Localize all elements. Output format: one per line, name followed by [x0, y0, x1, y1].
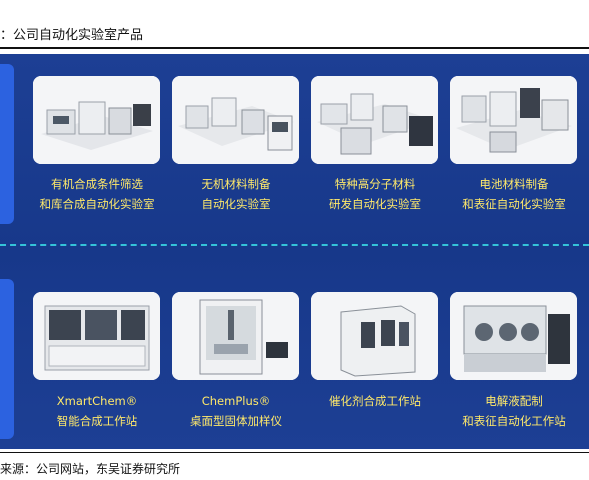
side-tab-top [0, 64, 14, 224]
caption-line1: 催化剂合成工作站 [329, 394, 421, 408]
caption-chemplus: ChemPlus® 桌面型固体加样仪 [161, 391, 311, 431]
workstation-image-chemplus [172, 292, 299, 380]
caption-line1: ChemPlus® [201, 394, 271, 408]
top-divider [0, 47, 589, 49]
caption-battery: 电池材料制备 和表征自动化实验室 [439, 174, 589, 214]
lab-equipment-image [172, 76, 299, 164]
workstation-image [450, 292, 577, 380]
side-tab-bottom [0, 279, 14, 439]
caption-line1: 电解液配制 [485, 394, 543, 408]
caption-line2: 智能合成工作站 [56, 414, 138, 428]
caption-line2: 自动化实验室 [201, 197, 271, 211]
lab-equipment-image [450, 76, 577, 164]
lab-image-polymer [311, 76, 438, 164]
source-note: 来源：公司网站，东吴证券研究所 [0, 462, 181, 476]
lab-equipment-image [33, 76, 160, 164]
caption-inorganic: 无机材料制备 自动化实验室 [161, 174, 311, 214]
lab-image-organic [33, 76, 160, 164]
lab-image-battery [450, 76, 577, 164]
caption-electrolyte: 电解液配制 和表征自动化工作站 [439, 391, 589, 431]
lab-image-inorganic [172, 76, 299, 164]
product-panel: 有机合成条件筛选 和库合成自动化实验室 无机材料制备 自动化实验室 特种高分子材… [0, 54, 589, 449]
workstation-image [33, 292, 160, 380]
caption-line2: 研发自动化实验室 [329, 197, 421, 211]
workstation-image [172, 292, 299, 380]
section-divider [0, 244, 589, 246]
caption-polymer: 特种高分子材料 研发自动化实验室 [300, 174, 450, 214]
workstation-image [311, 292, 438, 380]
caption-xmartchem: XmartChem® 智能合成工作站 [22, 391, 172, 431]
caption-line2: 和表征自动化工作站 [462, 414, 566, 428]
figure-title: ：公司自动化实验室产品 [0, 28, 144, 43]
caption-line1: 有机合成条件筛选 [51, 177, 143, 191]
lab-equipment-image [311, 76, 438, 164]
caption-line1: 无机材料制备 [201, 177, 271, 191]
caption-catalyst: 催化剂合成工作站 [300, 391, 450, 411]
bottom-divider [0, 452, 589, 453]
caption-organic: 有机合成条件筛选 和库合成自动化实验室 [22, 174, 172, 214]
workstation-image-catalyst [311, 292, 438, 380]
caption-line2: 和表征自动化实验室 [462, 197, 566, 211]
workstation-image-electrolyte [450, 292, 577, 380]
workstation-image-xmartchem [33, 292, 160, 380]
caption-line1: 特种高分子材料 [334, 177, 416, 191]
caption-line2: 和库合成自动化实验室 [39, 197, 155, 211]
caption-line1: 电池材料制备 [479, 177, 549, 191]
caption-line2: 桌面型固体加样仪 [190, 414, 282, 428]
caption-line1: XmartChem® [56, 394, 138, 408]
